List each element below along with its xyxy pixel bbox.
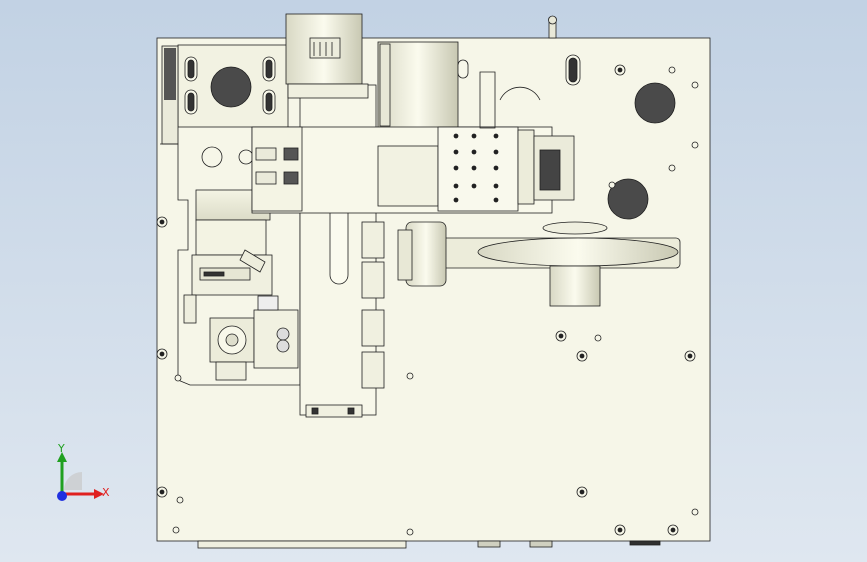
z-axis-dot [57, 491, 67, 501]
bottom-connector-2 [529, 540, 553, 548]
bottom-tab [197, 540, 407, 549]
driven-pulley [549, 265, 601, 307]
cutout-upper [634, 82, 676, 124]
assembly-model[interactable] [156, 13, 711, 549]
x-axis-label: X [102, 486, 110, 499]
bottom-connector-1 [477, 540, 501, 548]
bottom-connector-3 [629, 540, 661, 546]
mounting-holes [156, 64, 699, 536]
cutout-lower [607, 178, 649, 220]
coordinate-triad: X Y [40, 432, 130, 512]
y-axis-label: Y [58, 442, 65, 455]
